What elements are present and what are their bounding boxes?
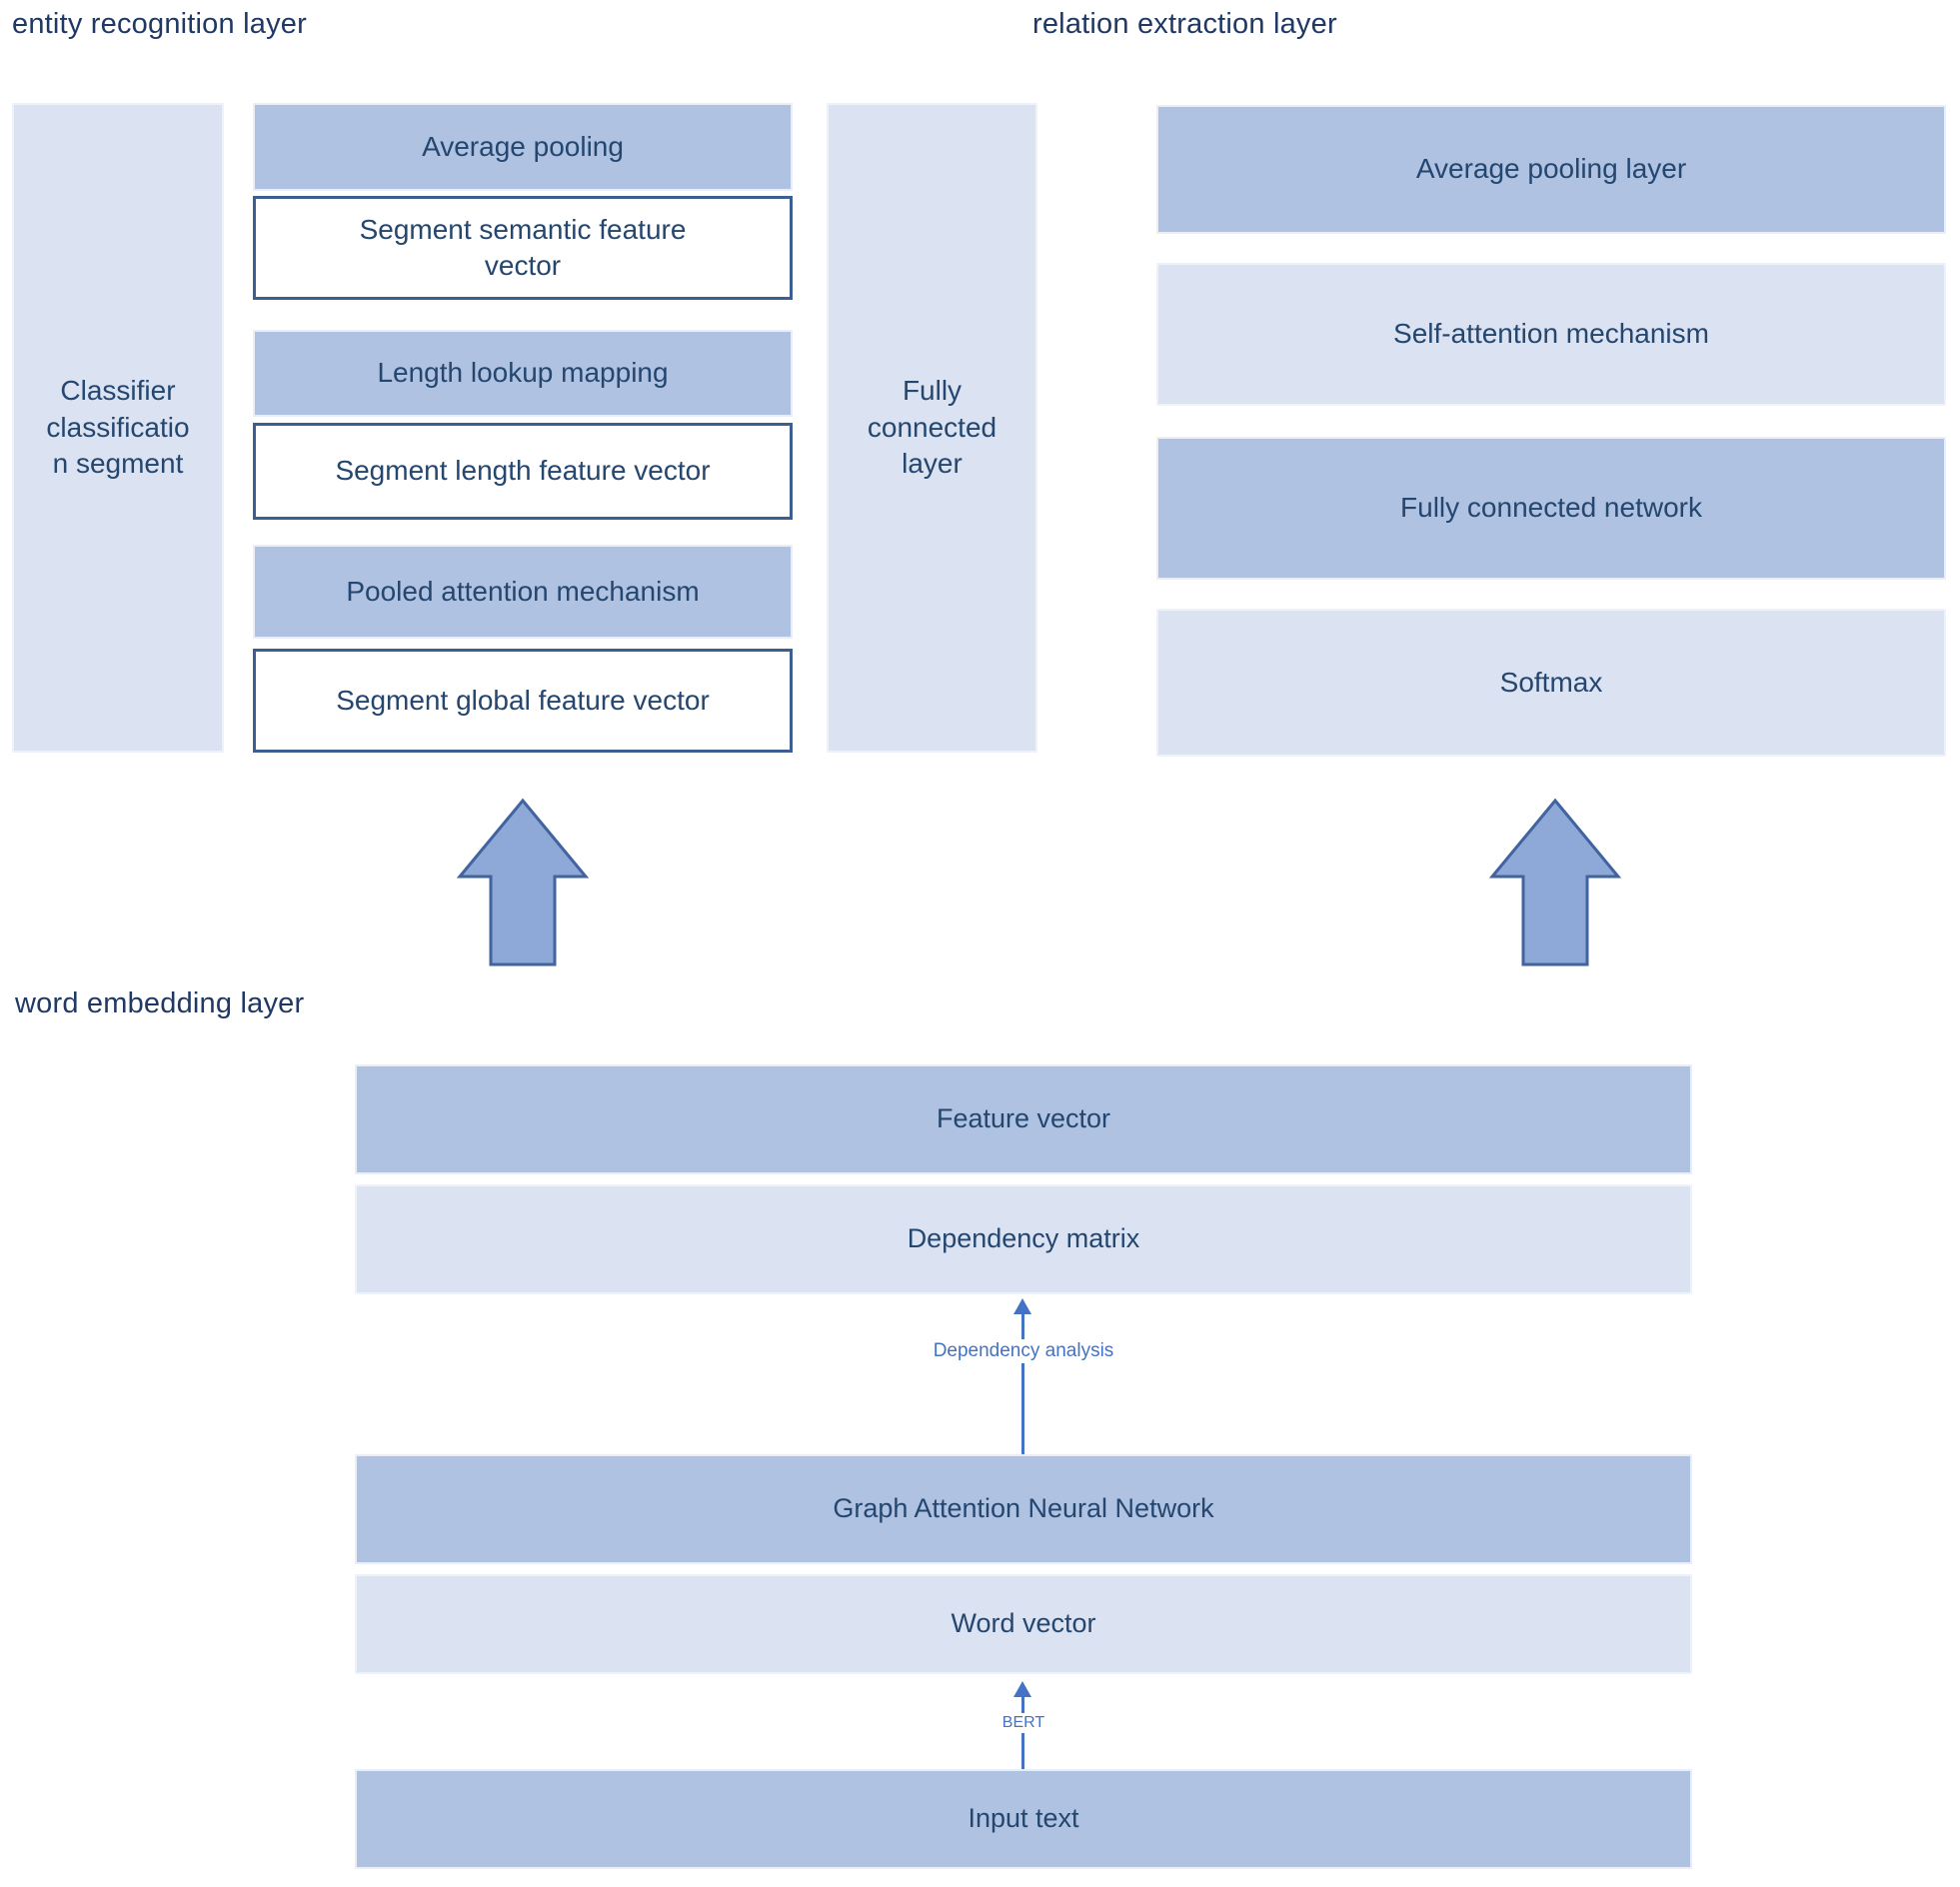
average-pooling-box: Average pooling [253, 103, 793, 191]
classifier-classification-segment-box: Classifier classificatio n segment [12, 103, 224, 753]
bert-arrowhead-icon [1013, 1681, 1031, 1697]
up-arrow-relation-icon [1489, 798, 1621, 966]
segment-global-feature-vector-box: Segment global feature vector [253, 649, 793, 753]
self-attention-mechanism-box: Self-attention mechanism [1156, 263, 1946, 406]
input-text-box: Input text [355, 1769, 1692, 1869]
word-vector-box: Word vector [355, 1574, 1692, 1674]
up-arrow-entity-icon [457, 798, 589, 966]
dependency-matrix-box: Dependency matrix [355, 1184, 1692, 1294]
bert-label: BERT [995, 1713, 1051, 1733]
segment-length-feature-vector-box: Segment length feature vector [253, 423, 793, 520]
graph-attention-neural-network-box: Graph Attention Neural Network [355, 1454, 1692, 1564]
dependency-analysis-label: Dependency analysis [927, 1339, 1120, 1363]
entity-recognition-layer-title: entity recognition layer [12, 8, 307, 40]
dependency-analysis-arrow-line [1021, 1314, 1024, 1454]
fully-connected-layer-box: Fully connected layer [827, 103, 1037, 753]
bert-arrow-line [1021, 1697, 1024, 1769]
pooled-attention-mechanism-box: Pooled attention mechanism [253, 545, 793, 639]
segment-semantic-feature-vector-box: Segment semantic feature vector [253, 196, 793, 300]
dependency-analysis-arrowhead-icon [1013, 1298, 1031, 1314]
fully-connected-network-box: Fully connected network [1156, 437, 1946, 580]
word-embedding-layer-title: word embedding layer [15, 987, 305, 1019]
relation-extraction-layer-title: relation extraction layer [1032, 8, 1337, 40]
softmax-box: Softmax [1156, 609, 1946, 757]
feature-vector-box: Feature vector [355, 1064, 1692, 1174]
average-pooling-layer-box: Average pooling layer [1156, 105, 1946, 234]
length-lookup-mapping-box: Length lookup mapping [253, 330, 793, 417]
